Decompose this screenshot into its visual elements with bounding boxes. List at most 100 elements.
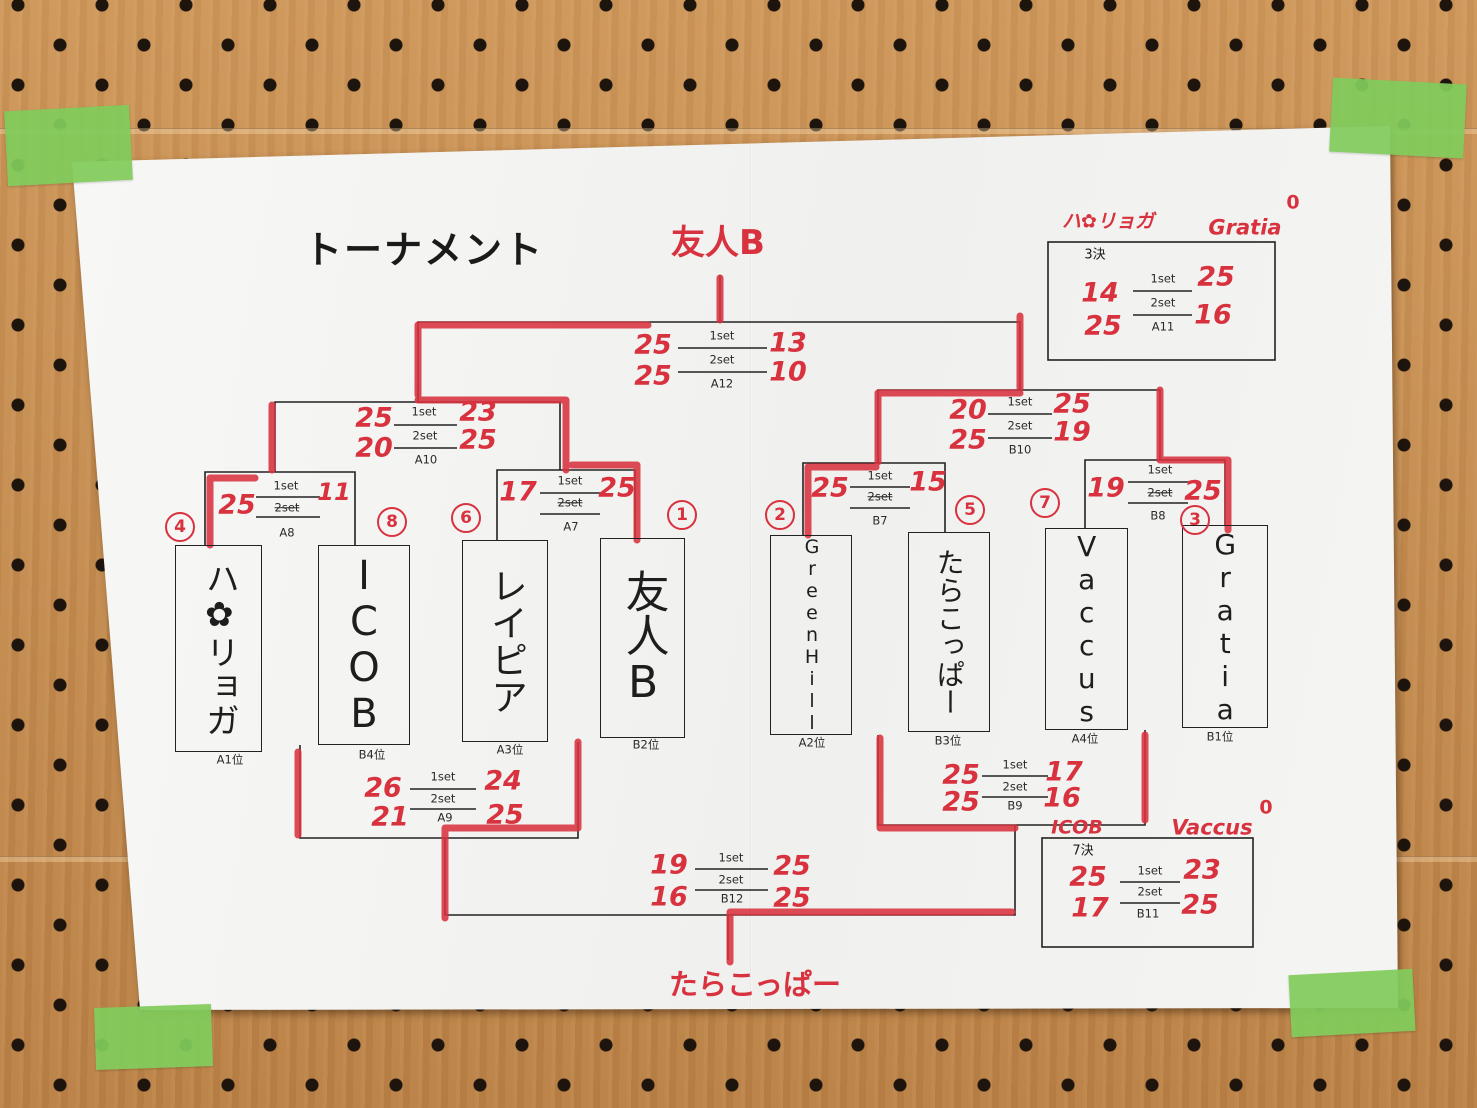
a12-right-score: 10 (769, 356, 807, 388)
team-rank: A4位 (1071, 731, 1099, 746)
b9-left-score: 25 (942, 786, 980, 818)
set-separator-b8 (1128, 481, 1188, 504)
a11-match-id: A11 (1151, 319, 1175, 334)
a12-right-score: 13 (769, 327, 807, 359)
team-box-yujin-b: 友人B (600, 538, 685, 738)
b10-left-score: 20 (949, 394, 987, 426)
a11-set1-label: 1set (1150, 271, 1176, 286)
a9-left-score: 21 (371, 801, 409, 833)
b11-set1-label: 1set (1137, 863, 1163, 878)
team-name: ハ✿リョガ (199, 560, 240, 737)
b12-left-score: 16 (650, 881, 688, 913)
a10-right-score: 23 (459, 396, 497, 428)
team-box-greenhill: GreenHill (770, 535, 852, 735)
a12-match-id: A12 (710, 376, 734, 391)
team-box-rapier: レイピア (462, 540, 548, 742)
third-place-left-team: ハ✿リョガ (1062, 210, 1154, 233)
team-rank: A3位 (496, 742, 524, 757)
seed-badge: 5 (955, 495, 985, 525)
b9-left-score: 25 (942, 759, 980, 791)
team-box-harry-yoga: ハ✿リョガ (175, 545, 262, 752)
b12-set1-label: 1set (718, 850, 744, 865)
bracket-line-b7 (802, 462, 946, 535)
team-rank: B4位 (358, 747, 386, 762)
winner-path-a9 (441, 738, 582, 922)
a12-left-score: 25 (634, 360, 672, 392)
b7-right-score: 15 (909, 466, 947, 498)
set-separator-a11 (1133, 290, 1192, 316)
a9-match-id: A9 (437, 810, 453, 825)
winner-path-b8 (1156, 386, 1232, 534)
set-separator-b12 (695, 868, 768, 891)
a8-match-id: A8 (279, 525, 295, 540)
page-title: トーナメント (303, 228, 545, 272)
b11-right-score: 25 (1181, 889, 1219, 921)
winner-path-a12 (414, 321, 652, 399)
a7-set2-label: 2set (557, 495, 583, 510)
a10-left-score: 20 (355, 432, 393, 464)
winner-path-a7 (568, 461, 641, 544)
winner-path-b9 (876, 734, 1019, 832)
a11-right-score: 25 (1197, 261, 1235, 293)
a7-left-score: 17 (499, 476, 537, 508)
a8-right-score: 11 (317, 478, 351, 506)
b7-match-id: B7 (872, 513, 888, 528)
b8-left-score: 19 (1087, 472, 1125, 504)
team-box-icob: ICOB (318, 545, 410, 745)
set-separator-a10 (394, 424, 457, 449)
seventh-place-label: 7決 (1072, 843, 1094, 859)
a12-left-score: 25 (634, 329, 672, 361)
team-rank: B2位 (632, 737, 660, 752)
b10-set2-label: 2set (1007, 418, 1033, 433)
team-name: GreenHill (800, 536, 823, 734)
winner-path-b7 (804, 463, 880, 539)
b10-set1-label: 1set (1007, 394, 1033, 409)
b11-right-score: 23 (1183, 854, 1221, 886)
winner-path-b10 (874, 389, 1024, 466)
a8-set1-label: 1set (273, 478, 299, 493)
seventh-place-left-team: ICOB (1051, 816, 1103, 839)
a11-left-score: 25 (1084, 310, 1122, 342)
a10-set2-label: 2set (412, 428, 438, 443)
b7-left-score: 25 (811, 472, 849, 504)
seed-badge: 1 (667, 500, 697, 530)
seed-badge: 8 (377, 507, 407, 537)
winner-path-a10 (414, 396, 570, 474)
b8-set2-label: 2set (1147, 485, 1173, 500)
a10-right-score: 25 (459, 424, 497, 456)
a9-right-score: 25 (486, 799, 524, 831)
b10-right-score: 19 (1053, 416, 1091, 448)
a11-set2-label: 2set (1150, 295, 1176, 310)
paper-fold-line (750, 146, 752, 1006)
champion-label: 友人B (671, 223, 765, 263)
b9-right-score: 17 (1045, 756, 1083, 788)
b12-winner-label: たらこっぱー (669, 967, 841, 1002)
set-separator-b11 (1120, 881, 1180, 904)
b10-match-id: B10 (1008, 442, 1032, 457)
a11-right-score: 16 (1194, 299, 1232, 331)
seed-badge: 2 (765, 500, 795, 530)
b7-set2-label: 2set (867, 489, 893, 504)
team-box-gratia: Gratia (1182, 525, 1268, 728)
set-separator-a7 (540, 492, 600, 515)
team-name: ICOB (341, 553, 387, 737)
set-separator-b7 (850, 486, 910, 509)
b11-left-score: 25 (1069, 861, 1107, 893)
b11-set2-label: 2set (1137, 884, 1163, 899)
team-box-vaccus: Vaccus (1045, 528, 1128, 730)
set-separator-b10 (988, 413, 1052, 439)
a10-match-id: A10 (414, 452, 438, 467)
set-separator-a12 (678, 347, 767, 373)
team-name: たらこっぱー (932, 548, 966, 716)
b8-right-score: 25 (1184, 475, 1222, 507)
third-place-box (1047, 241, 1276, 361)
b9-set1-label: 1set (1002, 757, 1028, 772)
b8-set1-label: 1set (1147, 462, 1173, 477)
team-rank: B1位 (1206, 729, 1234, 744)
seed-badge: 3 (1180, 505, 1210, 535)
seventh-place-box (1041, 837, 1254, 948)
a9-right-score: 24 (484, 765, 522, 797)
team-rank: B3位 (934, 733, 962, 748)
